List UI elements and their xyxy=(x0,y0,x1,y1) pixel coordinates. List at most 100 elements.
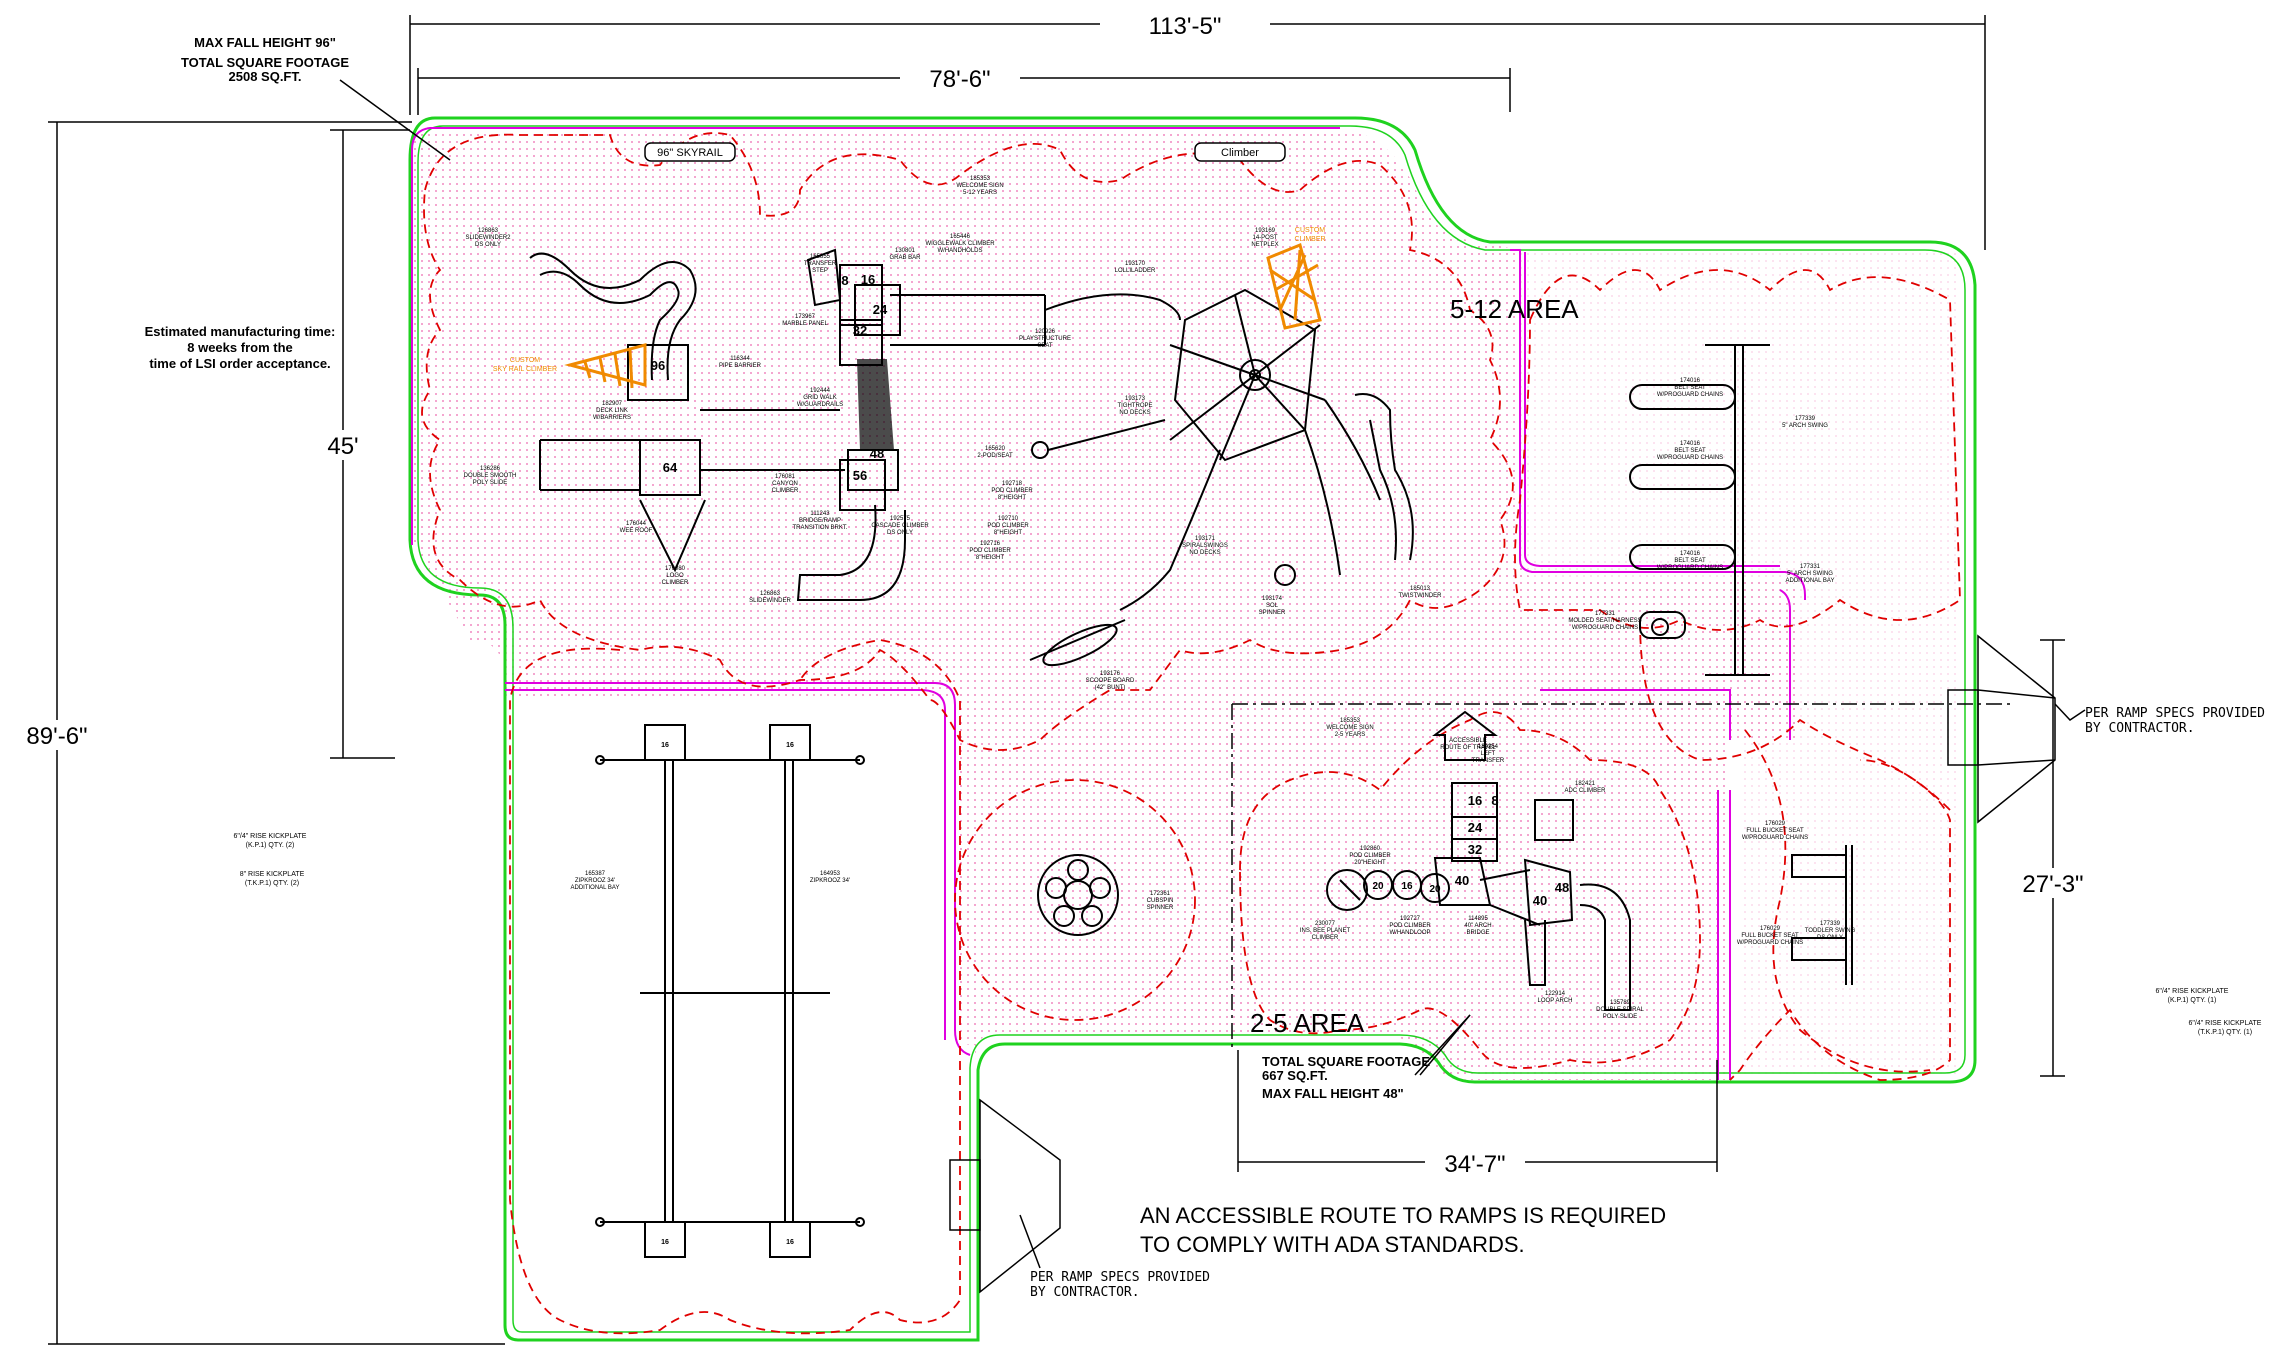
svg-text:CLIMBER: CLIMBER xyxy=(1294,236,1325,243)
svg-text:AN ACCESSIBLE ROUTE TO RAMPS I: AN ACCESSIBLE ROUTE TO RAMPS IS REQUIRED xyxy=(1140,1203,1666,1228)
svg-text:8: 8 xyxy=(1491,793,1498,808)
svg-text:48: 48 xyxy=(1555,880,1569,895)
svg-text:16: 16 xyxy=(661,1239,669,1246)
use-zone-lines xyxy=(411,127,1806,1080)
svg-text:(T.K.P.1) QTY. (1): (T.K.P.1) QTY. (1) xyxy=(2198,1029,2252,1036)
svg-text:24: 24 xyxy=(1468,820,1483,835)
svg-text:PER RAMP SPECS PROVIDED: PER RAMP SPECS PROVIDED xyxy=(2085,706,2265,721)
zipkrooz xyxy=(595,724,865,1258)
svg-text:(K.P.1) QTY. (1): (K.P.1) QTY. (1) xyxy=(2168,997,2217,1004)
svg-text:Estimated manufacturing time:: Estimated manufacturing time: xyxy=(145,324,336,339)
svg-text:32: 32 xyxy=(1468,842,1482,857)
svg-text:667 SQ.FT.: 667 SQ.FT. xyxy=(1262,1068,1328,1083)
kickplate-notes: 6"/4" RISE KICKPLATE (K.P.1) QTY. (2) 8"… xyxy=(234,833,2262,1036)
ramp-right xyxy=(1947,634,2056,824)
svg-text:89'-6": 89'-6" xyxy=(26,723,87,750)
toddler-play-structure xyxy=(1326,710,1631,1011)
svg-text:8" RISE KICKPLATE: 8" RISE KICKPLATE xyxy=(240,871,305,878)
svg-text:20: 20 xyxy=(1372,881,1384,892)
svg-text:MAX FALL HEIGHT 48": MAX FALL HEIGHT 48" xyxy=(1262,1086,1404,1101)
ramp-bottom xyxy=(949,1098,1061,1294)
svg-text:24: 24 xyxy=(873,302,888,317)
svg-text:TOTAL SQUARE FOOTAGE: TOTAL SQUARE FOOTAGE xyxy=(181,55,349,70)
svg-text:PER RAMP SPECS PROVIDED: PER RAMP SPECS PROVIDED xyxy=(1030,1270,1210,1285)
deck-heights: 96 64 8 16 24 32 48 56 16 8 24 32 40 40 … xyxy=(651,272,1569,1246)
svg-text:40: 40 xyxy=(1533,893,1547,908)
svg-text:8: 8 xyxy=(841,273,848,288)
svg-text:27'-3": 27'-3" xyxy=(2022,871,2083,898)
svg-text:6"/4" RISE KICKPLATE: 6"/4" RISE KICKPLATE xyxy=(2189,1020,2262,1027)
svg-text:time of LSI order acceptance.: time of LSI order acceptance. xyxy=(149,356,330,371)
toddler-swing xyxy=(1791,845,1853,985)
svg-text:8 weeks from the: 8 weeks from the xyxy=(187,340,293,355)
svg-text:SKY RAIL CLIMBER: SKY RAIL CLIMBER xyxy=(493,366,557,373)
svg-text:16: 16 xyxy=(661,742,669,749)
svg-text:16: 16 xyxy=(786,742,794,749)
svg-text:16: 16 xyxy=(1468,793,1482,808)
svg-text:CUSTOM: CUSTOM xyxy=(1295,227,1325,234)
svg-text:BY CONTRACTOR.: BY CONTRACTOR. xyxy=(2085,721,2195,736)
svg-text:(K.P.1) QTY. (2): (K.P.1) QTY. (2) xyxy=(246,842,295,849)
svg-text:6"/4" RISE KICKPLATE: 6"/4" RISE KICKPLATE xyxy=(234,833,307,840)
svg-text:TO COMPLY WITH ADA STANDARDS.: TO COMPLY WITH ADA STANDARDS. xyxy=(1140,1232,1525,1257)
svg-text:TOTAL SQUARE FOOTAGE: TOTAL SQUARE FOOTAGE xyxy=(1262,1054,1430,1069)
ada-note: AN ACCESSIBLE ROUTE TO RAMPS IS REQUIRED… xyxy=(1140,1203,1666,1257)
arch-swing xyxy=(1629,344,1770,676)
area-5-12-label: 5-12 AREA xyxy=(1450,294,1579,324)
cubspin xyxy=(1037,854,1119,936)
svg-text:96: 96 xyxy=(651,358,665,373)
svg-text:48: 48 xyxy=(870,446,884,461)
skyrail-banner: 96" SKYRAIL xyxy=(644,142,736,162)
svg-text:113'-5": 113'-5" xyxy=(1149,13,1222,40)
custom-annotations: CUSTOM SKY RAIL CLIMBER CUSTOM CLIMBER xyxy=(493,227,1326,373)
notes: MAX FALL HEIGHT 96" TOTAL SQUARE FOOTAGE… xyxy=(145,35,1431,1101)
svg-text:78'-6": 78'-6" xyxy=(929,66,990,93)
svg-text:6"/4" RISE KICKPLATE: 6"/4" RISE KICKPLATE xyxy=(2156,988,2229,995)
area-2-5-label: 2-5 AREA xyxy=(1250,1008,1365,1038)
svg-text:CUSTOM: CUSTOM xyxy=(510,357,540,364)
svg-text:32: 32 xyxy=(853,323,867,338)
svg-text:Climber: Climber xyxy=(1221,147,1259,159)
svg-text:45': 45' xyxy=(327,433,358,460)
svg-text:40: 40 xyxy=(1455,873,1469,888)
svg-text:20: 20 xyxy=(1429,884,1441,895)
svg-text:56: 56 xyxy=(853,468,867,483)
ramp-notes: PER RAMP SPECS PROVIDED BY CONTRACTOR. P… xyxy=(1030,706,2265,1300)
svg-text:MAX FALL HEIGHT 96": MAX FALL HEIGHT 96" xyxy=(194,35,336,50)
